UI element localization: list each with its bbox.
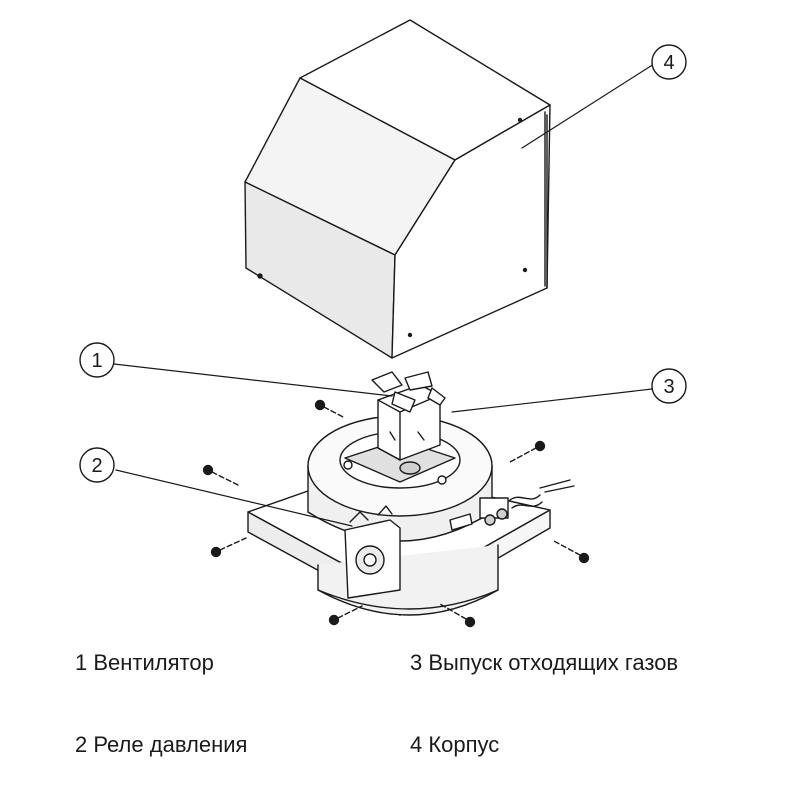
callout-3 xyxy=(651,368,687,404)
leader-line-4 xyxy=(521,63,655,149)
screw xyxy=(439,603,476,628)
screw xyxy=(202,464,241,487)
leader-line-2 xyxy=(115,469,353,527)
housing-cover xyxy=(244,19,551,359)
legend-item-flue-outlet: 3 Выпуск отходящих газов xyxy=(410,650,679,675)
screws xyxy=(202,399,590,628)
callout-2-number: 2 xyxy=(91,455,102,477)
leader-line-1 xyxy=(113,363,393,397)
leader-lines xyxy=(113,63,655,527)
callout-1 xyxy=(79,342,115,378)
screw xyxy=(551,539,590,564)
callout-2 xyxy=(79,447,115,483)
legend-item-pressure-switch: 2 Реле давления xyxy=(75,732,248,757)
wiring-terminals xyxy=(449,479,575,531)
fan-motor xyxy=(371,371,446,461)
screw xyxy=(210,537,247,558)
callout-4-number: 4 xyxy=(663,52,674,74)
callout-3-number: 3 xyxy=(663,376,674,398)
callout-4 xyxy=(651,44,687,80)
screw xyxy=(314,399,346,419)
fan-assembly-diagram: 1 2 3 4 xyxy=(79,19,687,628)
screw xyxy=(328,605,363,626)
legend-item-fan: 1 Вентилятор xyxy=(75,650,214,675)
callout-1-number: 1 xyxy=(91,350,102,372)
legend-item-housing: 4 Корпус xyxy=(410,732,500,757)
screw xyxy=(509,440,546,463)
leader-line-3 xyxy=(451,388,653,413)
pressure-switch xyxy=(344,505,401,599)
